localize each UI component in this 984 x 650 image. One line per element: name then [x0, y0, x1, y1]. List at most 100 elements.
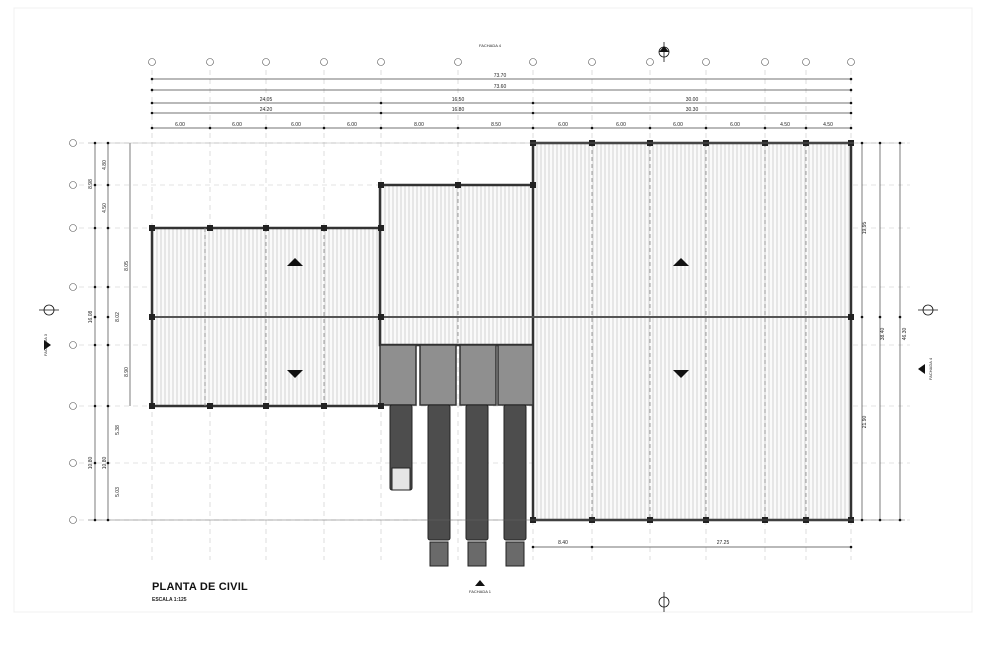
dimension-tick	[849, 88, 853, 92]
dimension-tick	[860, 315, 864, 319]
grid-bubble	[454, 58, 462, 66]
dim-total-1: 73.70	[494, 73, 507, 79]
dim-bay: 6.00	[291, 122, 301, 128]
dimension-tick	[93, 461, 97, 465]
building-outline	[150, 141, 853, 522]
slope-arrows	[287, 258, 689, 378]
dimension-tick	[106, 141, 110, 145]
dimension-tick	[898, 315, 902, 319]
dimension-tick	[849, 111, 853, 115]
dim-bottom-2: 27.25	[717, 540, 730, 546]
column-marker	[378, 314, 384, 320]
section-label-left: FACHADA 3	[43, 333, 48, 356]
dim-bay: 6.00	[558, 122, 568, 128]
grid-bubble	[69, 402, 77, 410]
grid-bubble	[802, 58, 810, 66]
dimension-tick	[208, 126, 212, 130]
column-marker	[378, 182, 384, 188]
dim-right-seg: 21.90	[862, 416, 868, 429]
dimension-tick	[849, 77, 853, 81]
column-marker	[149, 314, 155, 320]
dim-bay: 6.00	[232, 122, 242, 128]
dim-right-outer: 46.30	[902, 328, 908, 341]
column-marker	[378, 225, 384, 231]
truck-2	[427, 404, 451, 541]
column-marker	[321, 225, 327, 231]
dim-group2-1: 24.20	[260, 107, 273, 113]
grid-bubble	[588, 58, 596, 66]
drawing-scale: ESCALA 1:125	[152, 597, 187, 603]
grid-bubble	[69, 224, 77, 232]
dimension-tick	[379, 101, 383, 105]
dim-bay: 4.50	[780, 122, 790, 128]
dim-bay: 6.00	[673, 122, 683, 128]
section-marker-left: FACHADA 3	[39, 304, 59, 356]
dimension-tick	[106, 461, 110, 465]
slope-up-arrow-icon	[287, 258, 303, 266]
roof-middle-block	[378, 183, 537, 347]
column-marker	[207, 403, 213, 409]
dimension-tick	[531, 126, 535, 130]
grid-bubble	[148, 58, 156, 66]
dimension-tick	[860, 141, 864, 145]
section-label-top: FACHADA 4	[479, 43, 502, 48]
dimension-tick	[379, 126, 383, 130]
dimension-tick	[878, 315, 882, 319]
dim-group-2: 16.50	[452, 97, 465, 103]
dim-group-3: 30.00	[686, 97, 699, 103]
section-marker-top: FACHADA 4	[479, 42, 670, 62]
dimension-tick	[150, 88, 154, 92]
dimension-tick	[878, 518, 882, 522]
dimension-tick	[704, 126, 708, 130]
grid-bubble	[262, 58, 270, 66]
grid-bubble	[761, 58, 769, 66]
dim-bay: 6.00	[347, 122, 357, 128]
dimension-tick	[531, 545, 535, 549]
dim-group2-2: 16.80	[452, 107, 465, 113]
section-markers: FACHADA 4 FACHADA 1 FACHADA 3 FACHADA 4	[39, 42, 938, 612]
grid-bubble	[529, 58, 537, 66]
dimension-tick	[763, 126, 767, 130]
dimension-tick	[590, 545, 594, 549]
dim-group2-3: 30.30	[686, 107, 699, 113]
dim-bay: 4.50	[823, 122, 833, 128]
grid-bubble	[69, 139, 77, 147]
dimension-tick	[93, 226, 97, 230]
column-marker	[149, 403, 155, 409]
grid-bubble	[206, 58, 214, 66]
truck-3	[465, 404, 489, 541]
column-marker	[149, 225, 155, 231]
dimension-tick	[93, 404, 97, 408]
dimension-tick	[93, 141, 97, 145]
grid-bubble	[702, 58, 710, 66]
dimension-tick	[150, 111, 154, 115]
dim-bottom-1: 8.40	[558, 540, 568, 546]
section-label-right: FACHADA 4	[928, 357, 933, 380]
dimension-tick	[804, 126, 808, 130]
dimension-tick	[93, 183, 97, 187]
dim-left-inner: 8.02	[115, 312, 121, 322]
trucks	[389, 404, 527, 567]
column-marker	[848, 314, 854, 320]
dimension-tick	[878, 141, 882, 145]
dimension-tick	[106, 183, 110, 187]
dimension-tick	[106, 226, 110, 230]
column-marker	[455, 182, 461, 188]
loading-docks	[379, 344, 534, 406]
section-label-bottom: FACHADA 1	[469, 589, 492, 594]
grid-bubble	[646, 58, 654, 66]
dim-bay: 6.00	[616, 122, 626, 128]
dimension-tick	[93, 518, 97, 522]
dim-left-outer: 16.08	[88, 311, 94, 324]
dimension-labels: 73.70 73.60 24.05 16.50 30.00 24.20 16.8…	[88, 73, 908, 546]
grid-bubble	[69, 283, 77, 291]
dim-left-outer: 10.80	[88, 457, 94, 470]
dim-left-inner: 5.38	[115, 425, 121, 435]
dimension-tick	[898, 518, 902, 522]
dimension-tick	[590, 126, 594, 130]
sheet-frame	[13, 7, 973, 613]
column-marker	[207, 225, 213, 231]
slope-up-arrow-icon	[673, 258, 689, 266]
dimension-tick	[860, 518, 864, 522]
dim-left-inner: 10.80	[102, 457, 108, 470]
